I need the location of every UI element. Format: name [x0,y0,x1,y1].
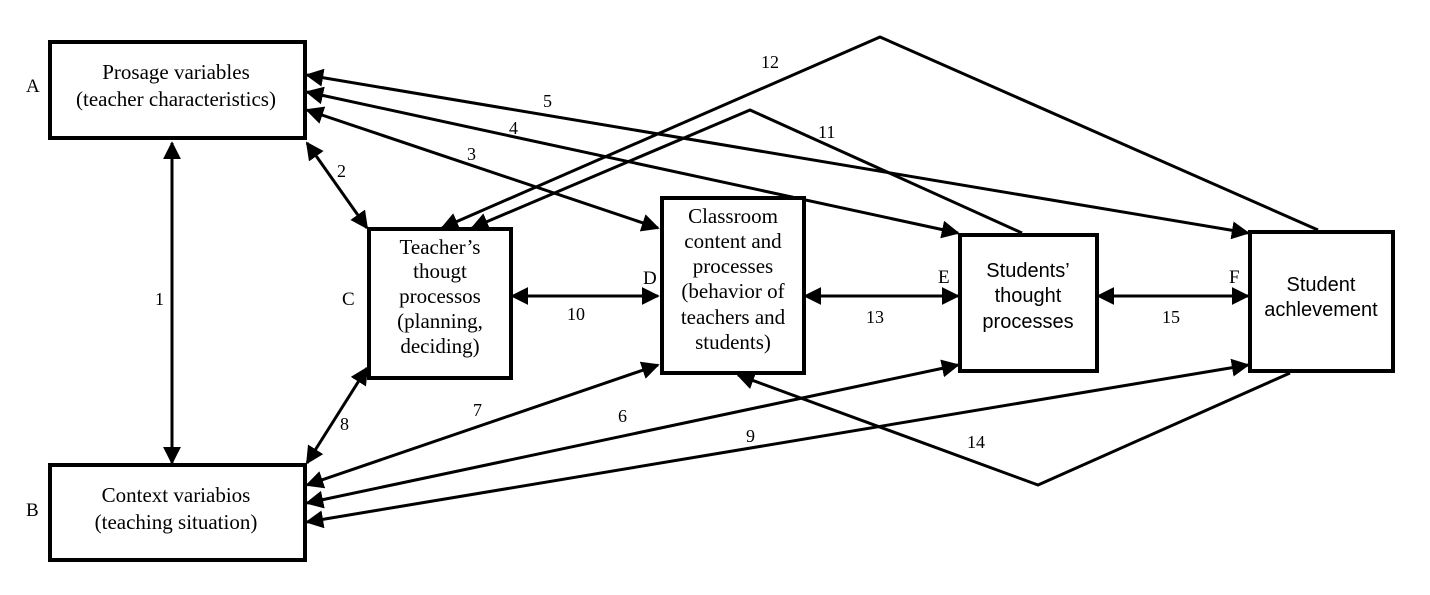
node-a-letter: A [26,76,40,97]
link-14-line [736,371,1291,487]
node-c-text-group: Teacher’s thougt processos (planning, de… [397,235,483,358]
node-e-letter: E [938,267,950,288]
link-8-label: 8 [340,414,349,434]
links-layer [163,35,1319,529]
node-d-box [660,196,806,375]
nodes-layer [48,40,1395,562]
node-d-letter: D [643,268,657,289]
node-f-line-2: achlevement [1264,299,1378,321]
node-e-text-group: Students’ thought processes [982,260,1073,333]
link-5-line [305,68,1250,240]
link-4-line [305,86,960,239]
node-letters: A B C D E F [26,76,1240,521]
node-f-line-1: Student [1287,274,1356,296]
link-5-label: 5 [543,91,552,111]
link-3-label: 3 [467,144,476,164]
link-11-label: 11 [818,122,835,142]
link-1-label: 1 [155,289,164,309]
node-c-box [367,227,513,380]
node-c-line-4: (planning, [397,309,483,333]
link-12-label: 12 [761,52,779,72]
link-9-line [305,358,1250,529]
node-c-line-5: deciding) [400,334,479,358]
node-b-line-1: Context variabios [102,483,251,507]
link-6-label: 6 [618,406,627,426]
link-7-label: 7 [473,400,482,420]
link-10-label: 10 [567,304,585,324]
link-13-label: 13 [866,307,884,327]
node-c-letter: C [342,289,355,310]
node-d-line-2: content and [684,229,782,253]
node-b-line-2: (teaching situation) [95,510,258,534]
node-e-line-1: Students’ [986,260,1069,282]
node-e-line-3: processes [982,311,1073,333]
link-2-line [305,141,369,230]
node-d-line-6: students) [695,330,771,354]
node-e-box [958,233,1099,373]
node-d-line-5: teachers and [681,305,786,329]
node-a-box [48,40,307,140]
node-c-line-3: processos [399,284,481,308]
link-4-label: 4 [509,118,518,138]
node-a-line-1: Prosage variables [102,60,250,84]
node-f-text-group: Student achlevement [1264,274,1378,321]
link-14-label: 14 [967,432,985,452]
node-a-line-2: (teacher characteristics) [76,87,276,111]
link-labels: 1 2 3 4 5 6 7 8 9 10 11 12 13 14 15 [155,52,1180,452]
node-e-line-2: thought [995,285,1062,307]
link-8-line [305,366,369,465]
node-f-letter: F [1229,267,1240,288]
link-6-line [305,359,960,509]
link-12-line [440,35,1319,232]
node-d-line-1: Classroom [688,204,778,228]
node-b-box [48,463,307,562]
node-c-line-1: Teacher’s [400,235,481,259]
node-b-letter: B [26,500,39,521]
node-c-line-2: thougt [413,259,467,283]
link-9-label: 9 [746,426,755,446]
node-d-text-group: Classroom content and processes (behavio… [681,204,786,354]
link-15-label: 15 [1162,307,1180,327]
node-b-text-group: Context variabios (teaching situation) [95,483,258,534]
node-f-box [1248,230,1395,373]
link-11-line [470,108,1023,235]
node-d-line-4: (behavior of [681,279,784,303]
link-2-label: 2 [337,161,346,181]
node-d-line-3: processes [693,254,773,278]
node-a-text-group: Prosage variables (teacher characteristi… [76,60,276,111]
